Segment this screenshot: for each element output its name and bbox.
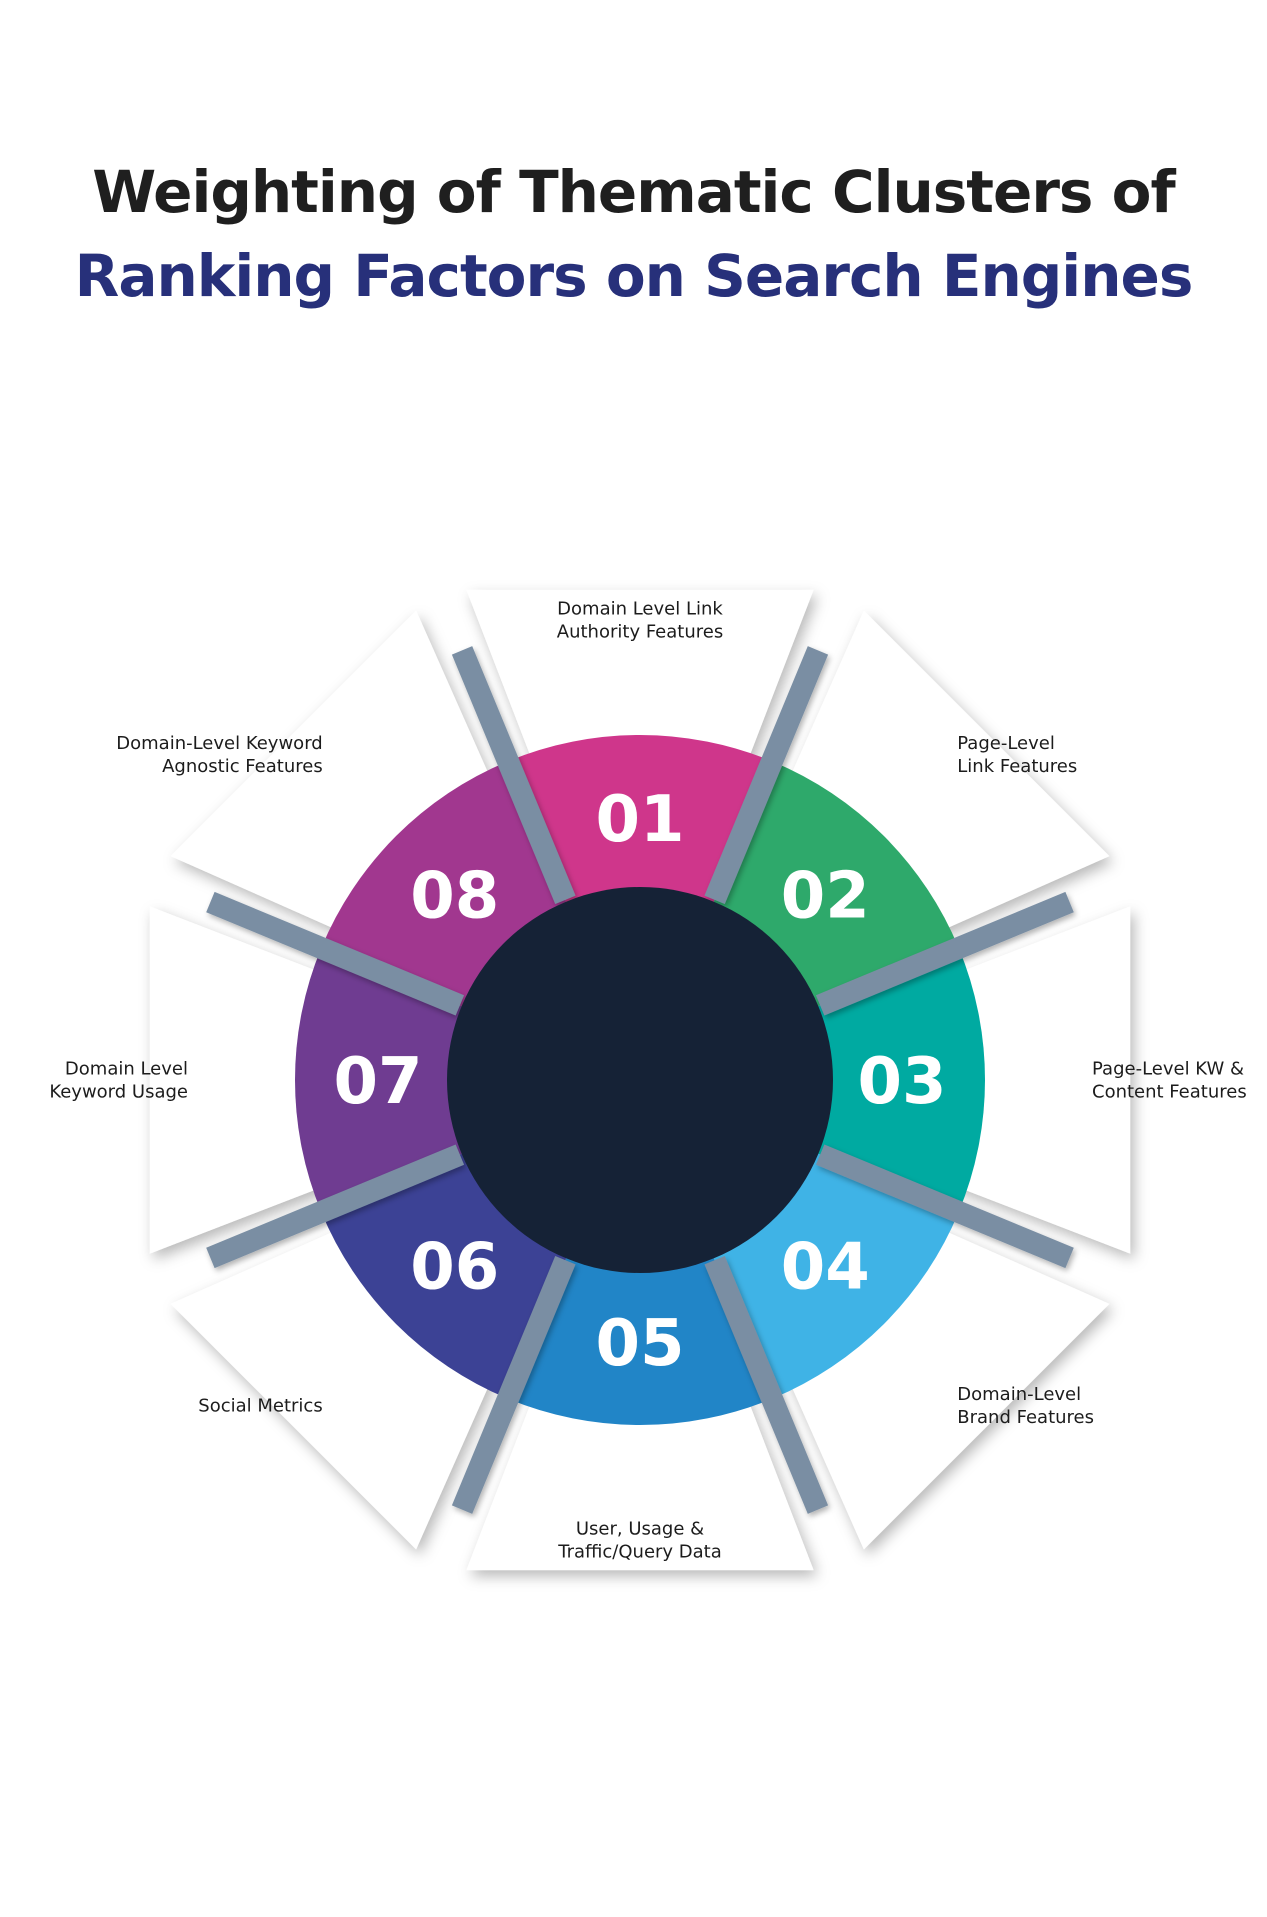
- spoke: [815, 1144, 1074, 1269]
- segment-number-05: 05: [595, 1307, 684, 1381]
- spokes: [206, 646, 1074, 1514]
- center-hub: [447, 887, 833, 1273]
- segment-numbers: 01 02 03 04 05 06 07 08: [333, 783, 946, 1381]
- segment-label-line: Page-Level: [957, 733, 1055, 754]
- title-line-2: Ranking Factors on Search Engines: [74, 242, 1194, 310]
- segment-label-line: Brand Features: [957, 1407, 1094, 1428]
- segment-label-line: Authority Features: [557, 622, 723, 643]
- segment-label-line: Traffic/Query Data: [557, 1542, 722, 1563]
- segment-label-line: Page-Level KW &: [1092, 1059, 1244, 1080]
- spoke: [704, 1255, 829, 1514]
- segment-number-01: 01: [595, 783, 684, 857]
- segment-label-line: Domain Level Link: [557, 599, 723, 620]
- spoke: [815, 891, 1074, 1016]
- segment-number-02: 02: [781, 860, 870, 934]
- segment-label-line: Link Features: [957, 756, 1077, 777]
- segment-label-05: User, Usage &Traffic/Query Data: [557, 1519, 722, 1563]
- segment-label-06: Social Metrics: [198, 1395, 322, 1416]
- segment-label-line: User, Usage &: [576, 1519, 704, 1540]
- segment-number-08: 08: [410, 860, 499, 934]
- segment-label-line: Domain Level: [65, 1059, 188, 1080]
- segment-label-line: Keyword Usage: [49, 1082, 188, 1103]
- spoke: [704, 646, 829, 905]
- segment-number-04: 04: [781, 1230, 870, 1304]
- segment-number-07: 07: [333, 1045, 422, 1119]
- title-line-1: Weighting of Thematic Clusters of: [92, 158, 1175, 226]
- spoke: [206, 1144, 465, 1269]
- segment-label-line: Social Metrics: [198, 1395, 322, 1416]
- segment-label-line: Domain-Level: [957, 1384, 1081, 1405]
- segment-label-line: Agnostic Features: [162, 756, 323, 777]
- segment-number-06: 06: [410, 1230, 499, 1304]
- spoke: [451, 1255, 576, 1514]
- spoke: [206, 891, 465, 1016]
- spoke: [451, 646, 576, 905]
- title-block: Weighting of Thematic Clusters of Rankin…: [0, 150, 1267, 318]
- segment-number-03: 03: [857, 1045, 946, 1119]
- segment-label-03: Page-Level KW &Content Features: [1092, 1059, 1247, 1103]
- segment-label-line: Content Features: [1092, 1082, 1247, 1103]
- segment-label-line: Domain-Level Keyword: [116, 733, 322, 754]
